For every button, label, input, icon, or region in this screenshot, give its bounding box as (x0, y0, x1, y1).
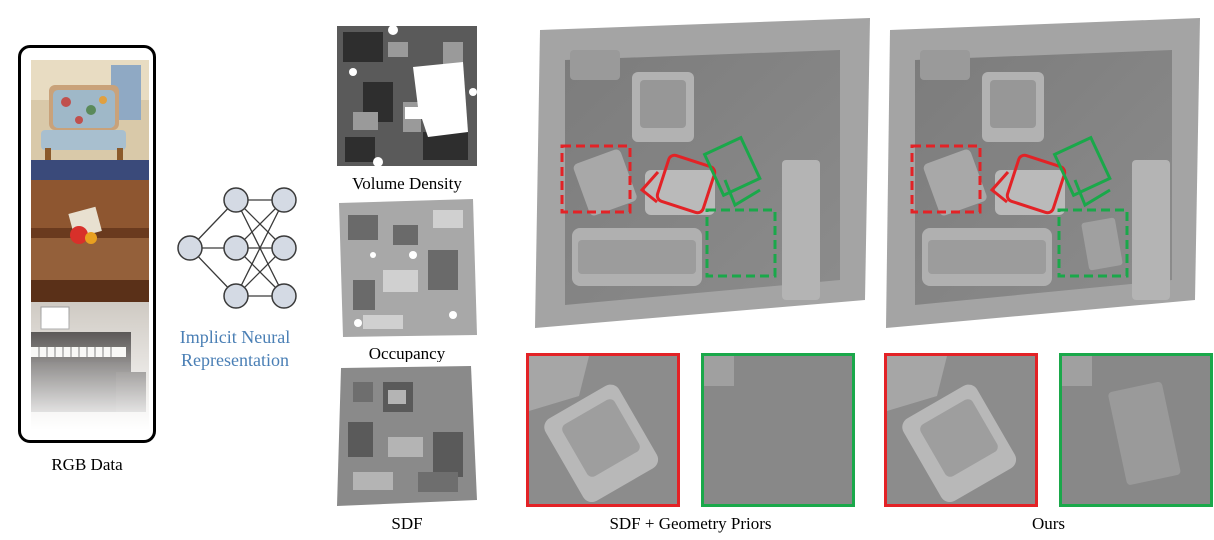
nn-node (223, 235, 249, 261)
nn-node (271, 283, 297, 309)
neural-network-diagram (177, 187, 297, 309)
sdf-priors-render (520, 10, 880, 335)
ours-render (880, 10, 1210, 335)
volume-density-caption: Volume Density (352, 174, 462, 193)
rgb-photo-sofa (31, 180, 149, 302)
rgb-data-frame (18, 45, 156, 443)
inr-caption-line1: Implicit Neural (179, 327, 291, 347)
nn-node (271, 235, 297, 261)
inr-caption-line2: Representation (181, 350, 289, 370)
sdf-map (333, 362, 481, 510)
nn-node (223, 283, 249, 309)
nn-node (177, 235, 203, 261)
ours-crop-red (884, 353, 1038, 507)
nn-node (223, 187, 249, 213)
nn-node (271, 187, 297, 213)
occupancy-caption: Occupancy (368, 344, 446, 363)
volume-density-map (333, 22, 481, 170)
inr-caption: Implicit Neural Representation (165, 326, 305, 372)
sdf-priors-crop-red (526, 353, 680, 507)
ours-crop-green (1059, 353, 1213, 507)
occupancy-map (333, 195, 481, 343)
sdf-caption: SDF (391, 514, 423, 533)
sdf-priors-crop-green (701, 353, 855, 507)
rgb-photo-piano (31, 302, 149, 430)
ours-caption: Ours (1031, 514, 1066, 533)
rgb-data-caption: RGB Data (51, 455, 123, 474)
rgb-photo-chair (31, 60, 149, 180)
sdf-priors-caption: SDF + Geometry Priors (609, 514, 772, 533)
